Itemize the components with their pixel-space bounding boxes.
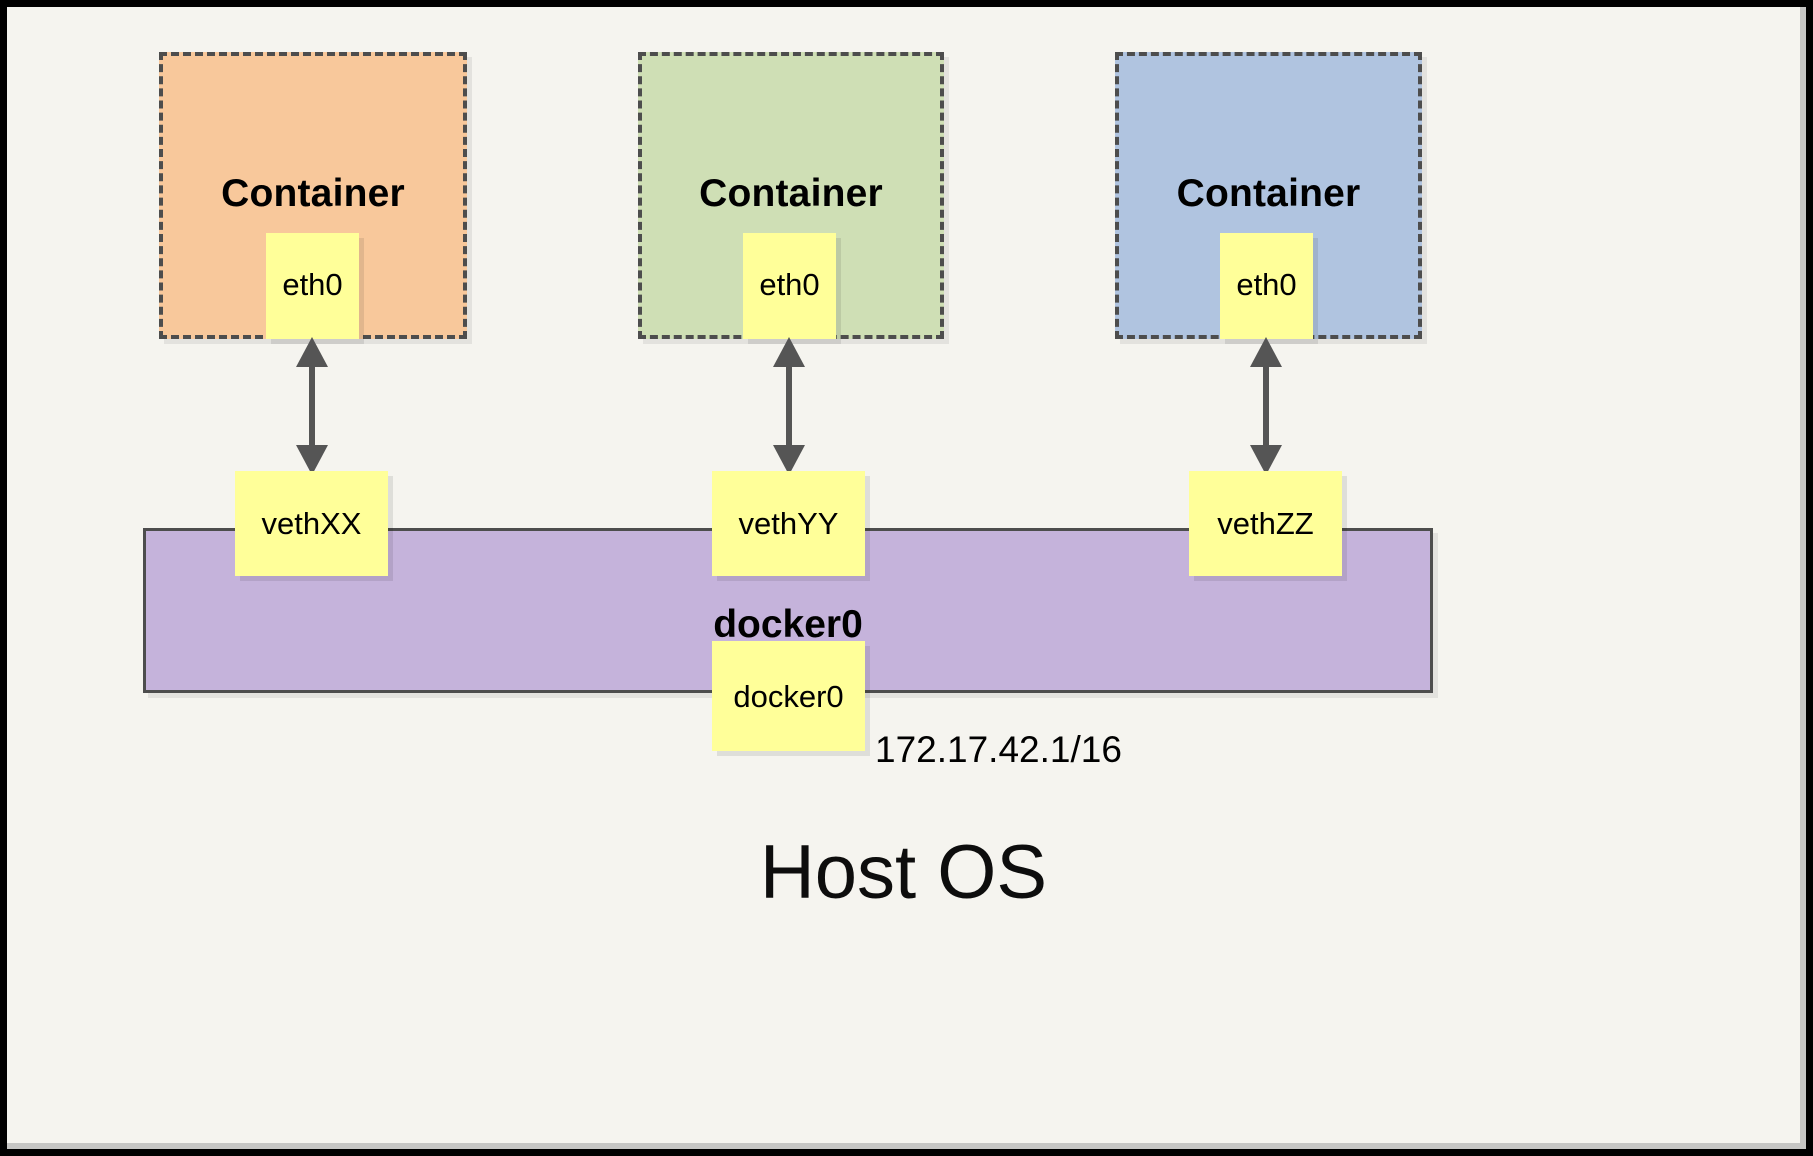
veth-link-arrow-3	[1250, 337, 1282, 475]
veth-chip-1: vethXX	[235, 471, 388, 576]
veth-chip-2-label: vethYY	[738, 506, 839, 541]
container-box-1: Container	[159, 52, 467, 339]
veth-chip-1-label: vethXX	[261, 506, 362, 541]
eth0-chip-3: eth0	[1220, 233, 1313, 339]
eth0-chip-2-label: eth0	[759, 267, 820, 302]
docker0-interface-chip: docker0	[712, 641, 865, 751]
eth0-chip-3-label: eth0	[1236, 267, 1297, 302]
container-title-2: Container	[699, 172, 883, 215]
veth-chip-2: vethYY	[712, 471, 865, 576]
eth0-chip-1: eth0	[266, 233, 359, 339]
docker0-interface-chip-label: docker0	[733, 678, 844, 714]
eth0-chip-1-label: eth0	[282, 267, 343, 302]
eth0-chip-2: eth0	[743, 233, 836, 339]
host-os-canvas: Container eth0 Container eth0 Container …	[7, 7, 1800, 1143]
container-title-3: Container	[1176, 172, 1361, 215]
veth-chip-3: vethZZ	[1189, 471, 1342, 576]
veth-chip-3-label: vethZZ	[1217, 506, 1314, 541]
container-title-1: Container	[221, 172, 405, 215]
docker0-bridge-title: docker0	[713, 603, 863, 646]
host-os-label: Host OS	[759, 830, 1048, 915]
veth-link-arrow-2	[773, 337, 805, 475]
veth-link-arrow-1	[296, 337, 328, 475]
docker0-ip-address: 172.17.42.1/16	[875, 729, 1122, 770]
